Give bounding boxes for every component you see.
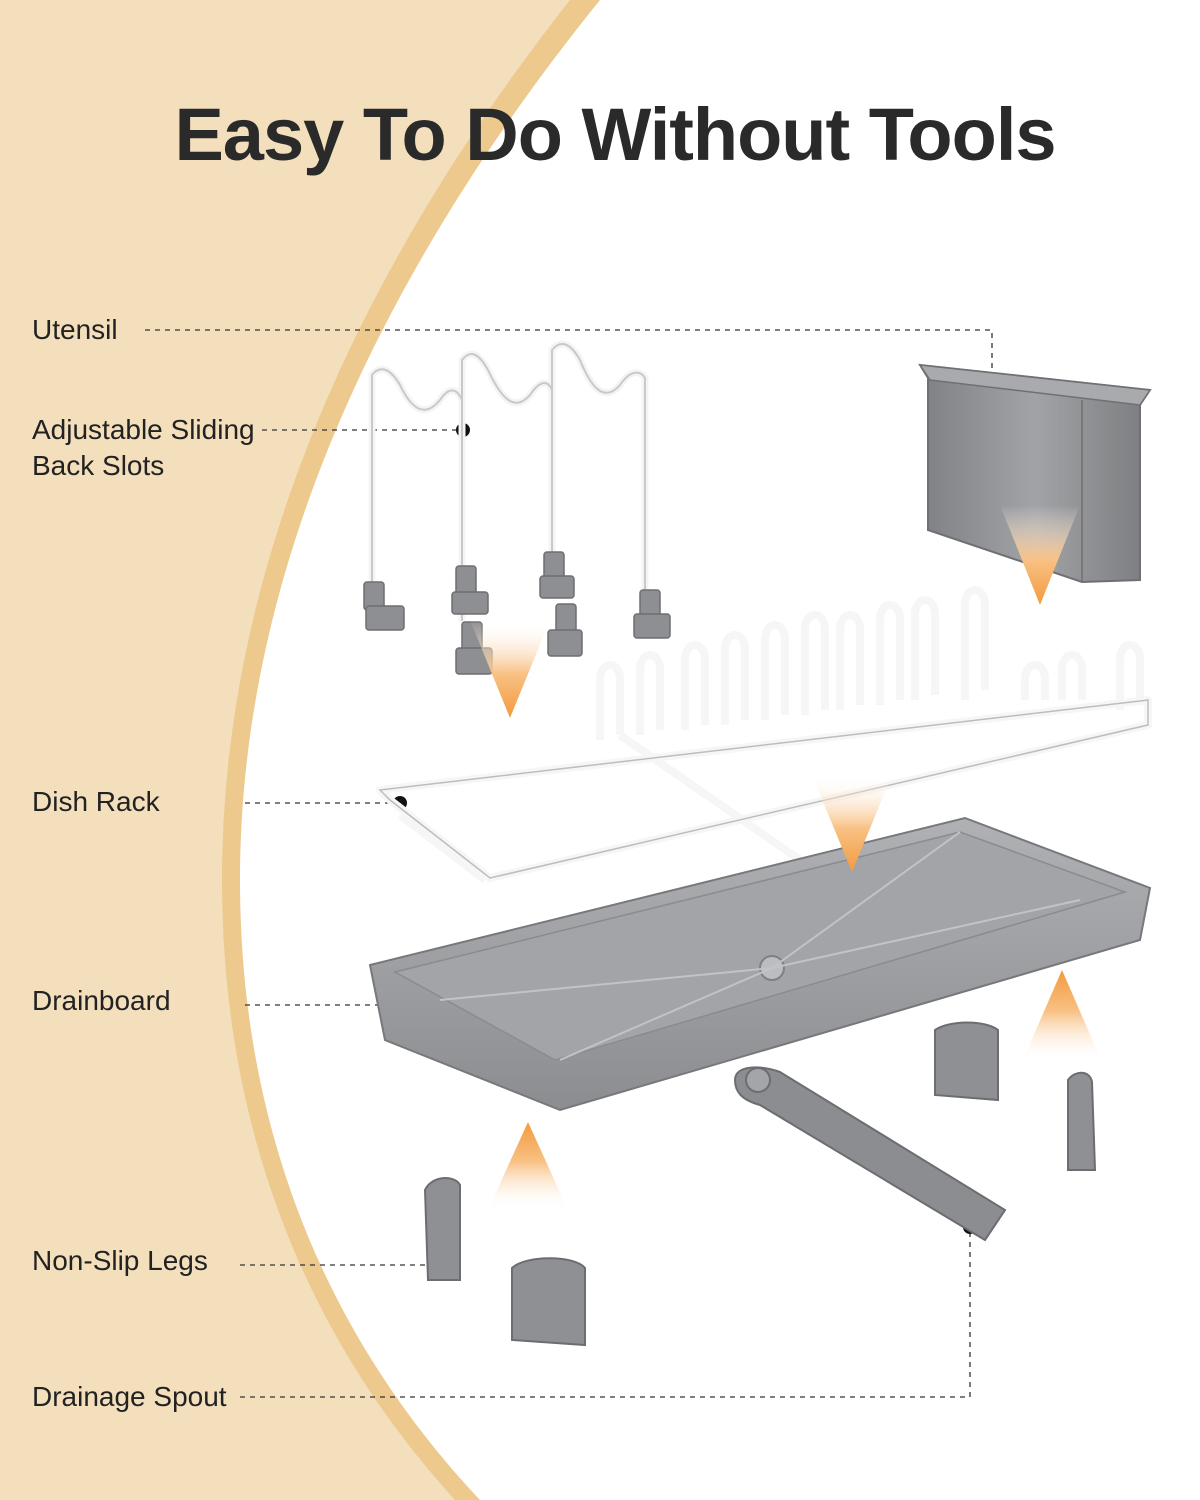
arrow-down-slots [470, 620, 550, 718]
utensil-leader-line [145, 329, 993, 438]
arrow-up-tray-right [1022, 970, 1102, 1062]
slot-clips [363, 551, 671, 675]
utensil-holder-illustration [918, 363, 1152, 584]
utensil-label: Utensil [32, 314, 118, 345]
drainboard-label: Drainboard [32, 985, 171, 1016]
sliding-slots-label-line1: Adjustable Sliding [32, 414, 255, 445]
drainage-spout-illustration [733, 1066, 1007, 1242]
non-slip-legs-illustration [423, 1021, 1097, 1347]
arrow-up-tray-left [488, 1122, 568, 1210]
assembly-arrows [470, 505, 1102, 1210]
drainage-spout-leader-line [240, 1228, 971, 1398]
sliding-slots-label-line2: Back Slots [32, 450, 165, 481]
arrow-down-utensil [1000, 505, 1080, 605]
drainboard-illustration [368, 816, 1152, 1112]
non-slip-legs-label: Non-Slip Legs [32, 1245, 208, 1276]
dish-rack-outline [378, 699, 1149, 879]
arrow-down-rack [812, 775, 892, 872]
sliding-slots-illustration [368, 340, 649, 624]
dish-rack-label: Dish Rack [32, 786, 160, 817]
callout-lines [145, 329, 993, 1398]
page-title: Easy To Do Without Tools [174, 93, 1056, 176]
drainage-spout-label: Drainage Spout [32, 1381, 227, 1412]
